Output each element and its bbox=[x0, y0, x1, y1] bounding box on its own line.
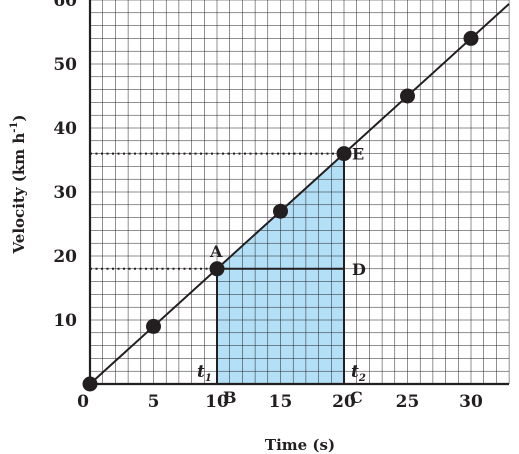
time-label-subscript: 1 bbox=[205, 373, 212, 384]
x-tick-label: 0 bbox=[77, 392, 89, 412]
time-label-main: t bbox=[197, 362, 205, 382]
point-label: E bbox=[352, 145, 364, 164]
y-axis-title: Velocity (km h-1) bbox=[9, 115, 28, 255]
fit-line bbox=[89, 3, 510, 385]
data-point bbox=[146, 318, 161, 334]
time-label-main: t bbox=[351, 362, 359, 382]
point-label: C bbox=[350, 388, 363, 407]
data-point bbox=[82, 376, 98, 392]
x-tick-label: 10 bbox=[205, 392, 229, 412]
y-tick-label: 50 bbox=[53, 55, 77, 75]
point-label: B bbox=[223, 388, 237, 407]
point-label: D bbox=[352, 260, 366, 279]
fit-line-layer bbox=[89, 3, 510, 385]
y-tick-label: 10 bbox=[53, 311, 77, 331]
time-label-subscript: 2 bbox=[358, 373, 366, 384]
x-tick-label: 25 bbox=[396, 392, 420, 412]
data-point bbox=[336, 146, 352, 162]
data-point bbox=[463, 30, 479, 46]
y-tick-label: 40 bbox=[53, 119, 77, 139]
axes-layer bbox=[88, 0, 509, 386]
time-label: t2 bbox=[351, 362, 366, 384]
x-axis-title: Time (s) bbox=[265, 436, 335, 454]
data-point bbox=[209, 261, 225, 277]
y-tick-label: 20 bbox=[53, 247, 77, 267]
y-axis-title-main: Velocity (km h bbox=[10, 133, 28, 255]
data-point bbox=[400, 88, 415, 104]
y-tick-label: 60 bbox=[53, 0, 77, 11]
x-tick-label: 15 bbox=[269, 392, 293, 412]
point-label: A bbox=[209, 242, 223, 261]
data-points-layer bbox=[82, 30, 479, 392]
y-axis-title-superscript: -1 bbox=[9, 122, 20, 133]
time-label: t1 bbox=[197, 362, 212, 384]
y-axis-title-close: ) bbox=[10, 115, 28, 122]
tick-labels-layer: 0 5 10 15 20 25 30 10 20 30 40 50 60 bbox=[53, 0, 483, 412]
y-tick-label: 30 bbox=[53, 183, 77, 203]
guide-lines-layer bbox=[90, 152, 345, 384]
x-tick-label: 20 bbox=[332, 392, 356, 412]
x-tick-label: 5 bbox=[148, 392, 160, 412]
x-tick-label: 30 bbox=[459, 392, 483, 412]
data-point bbox=[273, 203, 288, 219]
